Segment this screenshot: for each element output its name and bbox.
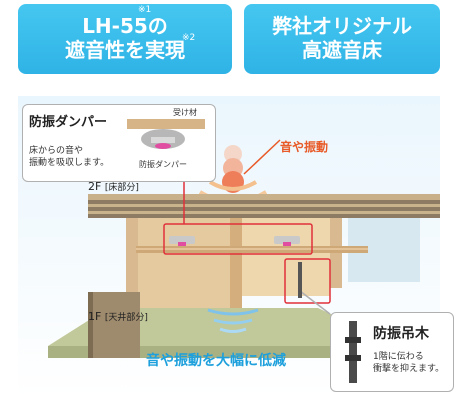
damper-desc-line1: 床からの音や xyxy=(29,146,84,156)
sound-wave-icon xyxy=(207,308,259,316)
floor-2f-label: 2F [床部分] xyxy=(88,180,139,193)
sound-ball-icon xyxy=(224,145,242,163)
hanger-desc-line2: 衝撃を抑えます。 xyxy=(373,364,445,374)
damper-part-label: 防振ダンパー xyxy=(139,160,187,169)
damper-desc-line2: 振動を吸収します。 xyxy=(29,158,110,168)
floor-diagram: 2F [床部分] 1F [天井部分] 音や振動 音や振動を大幅に低減 xyxy=(18,96,440,398)
original-floor-badge: 弊社オリジナル 高遮音床 xyxy=(244,4,440,74)
damper-icon xyxy=(169,236,195,244)
hanger-highlight xyxy=(284,258,331,304)
damper-icon xyxy=(274,236,300,244)
hanger-callout: 防振吊木 1階に伝わる 衝撃を抑えます。 xyxy=(330,312,454,392)
floor-structure-illustration xyxy=(48,139,440,358)
lh55-badge: ※1 LH-55の ※2 遮音性を実現 xyxy=(18,4,232,74)
badge-lh55-title: LH-55の xyxy=(82,14,168,38)
damper-callout: 防振ダンパー 床からの音や 振動を吸収します。 受け材 防振ダンパー xyxy=(22,104,216,182)
hanger-icon xyxy=(298,262,302,298)
sound-vibration-label: 音や振動 xyxy=(280,140,329,154)
floor-1f-label: 1F [天井部分] xyxy=(88,310,148,323)
hanger-photo-icon xyxy=(345,321,361,383)
sound-wave-icon xyxy=(213,318,253,325)
badge-original-title: 弊社オリジナル xyxy=(272,14,412,38)
note-mark-2: ※2 xyxy=(182,33,196,43)
hanger-title: 防振吊木 xyxy=(373,326,429,342)
reduce-noise-label: 音や振動を大幅に低減 xyxy=(146,353,286,369)
damper-highlight xyxy=(163,223,313,255)
sound-wave-icon xyxy=(219,327,247,333)
hanger-desc-line1: 1階に伝わる xyxy=(373,352,424,362)
badge-lh55-subtitle: 遮音性を実現 xyxy=(65,38,185,62)
badge-original-subtitle: 高遮音床 xyxy=(302,38,382,62)
damper-photo-icon xyxy=(127,119,205,149)
damper-title: 防振ダンパー xyxy=(29,115,108,130)
sound-wave-icon xyxy=(208,180,258,191)
receiver-label: 受け材 xyxy=(173,108,197,117)
note-mark-1: ※1 xyxy=(138,5,152,15)
